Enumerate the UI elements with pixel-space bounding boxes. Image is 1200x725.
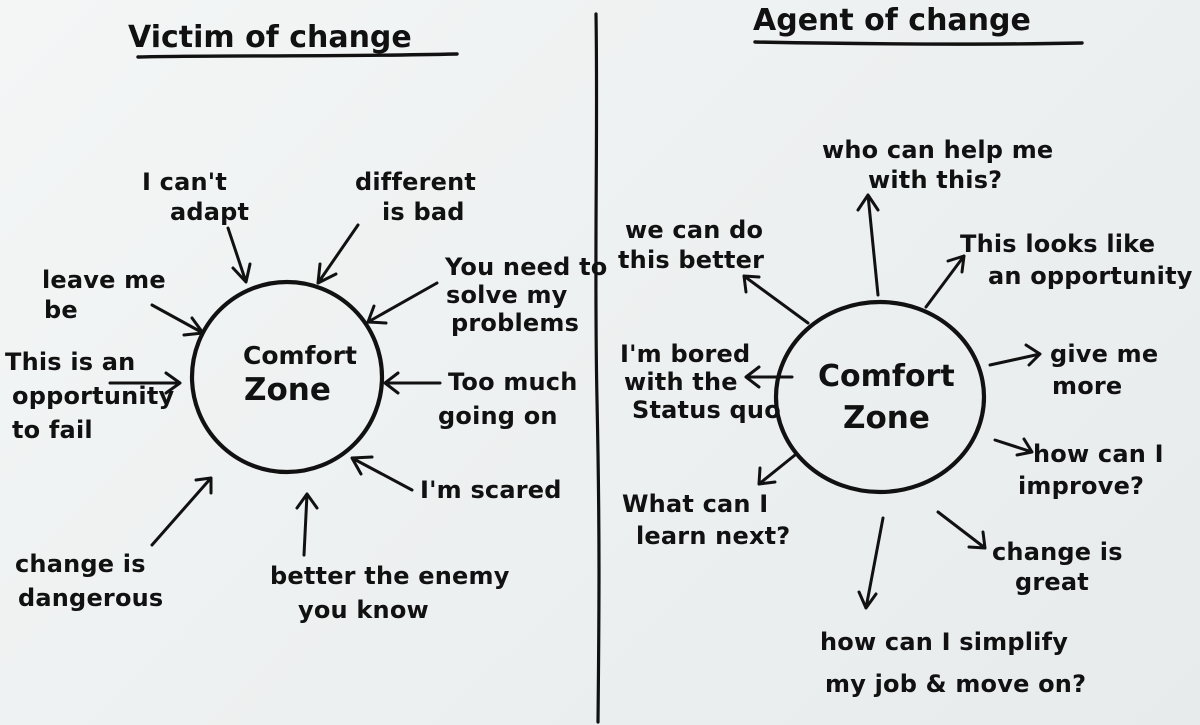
arrow-zone-to-improve (993, 437, 1034, 457)
right-panel: Agent of change Comfort Zone who can hel… (618, 3, 1193, 698)
right-zone-label: Zone (843, 400, 930, 436)
right-comfort-zone-circle (773, 299, 987, 495)
note-simplify-my-job: how can I simplify my job & move on? (820, 628, 1086, 698)
note-better-the-enemy: better the enemy you know (270, 562, 518, 624)
arrow-zone-to-better (742, 274, 810, 325)
note-too-much-going-on: Too much going on (438, 368, 586, 430)
left-panel: Victim of change Comfort Zone I can't ad… (5, 20, 616, 624)
note-what-can-i-learn-next: What can I learn next? (622, 490, 790, 550)
arrow-zone-to-bored (744, 365, 794, 389)
left-comfort-zone-circle (189, 279, 385, 475)
note-opportunity-to-fail: This is an opportunity to fail (5, 348, 183, 444)
note-bored-with-status-quo: I'm bored with the Status quo (620, 340, 781, 424)
note-change-is-great: change is great (992, 538, 1131, 596)
arrow-leavemebe-to-zone (150, 303, 205, 337)
note-we-can-do-this-better: we can do this better (618, 216, 772, 274)
note-i-cant-adapt: I can't adapt (142, 168, 249, 226)
right-title-underline (753, 40, 1084, 46)
left-arrows (108, 223, 442, 557)
note-give-me-more: give me more (1050, 340, 1167, 400)
arrow-zone-to-help (856, 193, 880, 297)
left-title: Victim of change (128, 20, 412, 55)
arrow-solve-to-zone (366, 281, 439, 325)
left-zone-label: Zone (244, 372, 331, 408)
right-comfort-label: Comfort (818, 359, 955, 394)
note-how-can-i-improve: how can I improve? (1018, 440, 1172, 500)
note-looks-like-opportunity: This looks like an opportunity (960, 230, 1193, 290)
left-comfort-label: Comfort (243, 341, 357, 370)
right-arrows (742, 193, 1042, 610)
arrow-enemy-to-zone (295, 492, 319, 557)
arrow-adapt-to-zone (226, 226, 252, 284)
arrow-zone-to-great (936, 510, 987, 550)
center-divider-line (594, 12, 601, 724)
arrow-zone-to-opportunity (924, 254, 966, 309)
note-who-can-help-me: who can help me with this? (822, 136, 1062, 194)
note-change-is-dangerous: change is dangerous (15, 550, 163, 612)
note-you-need-to-solve-my-problems: You need to solve my problems (444, 253, 616, 337)
arrow-zone-to-givemore (988, 343, 1042, 367)
arrow-different-to-zone (316, 223, 360, 285)
arrow-zone-to-learn (757, 453, 797, 486)
left-title-underline (136, 52, 459, 59)
arrow-toomuch-to-zone (383, 371, 442, 395)
note-different-is-bad: different is bad (355, 168, 485, 226)
arrow-dangerous-to-zone (150, 476, 213, 547)
arrow-zone-to-simplify (857, 516, 885, 610)
note-leave-me-be: leave me be (42, 266, 174, 324)
arrow-scared-to-zone (350, 455, 414, 492)
note-im-scared: I'm scared (420, 476, 562, 504)
right-title: Agent of change (753, 3, 1031, 38)
arrow-fail-to-zone (108, 371, 182, 395)
